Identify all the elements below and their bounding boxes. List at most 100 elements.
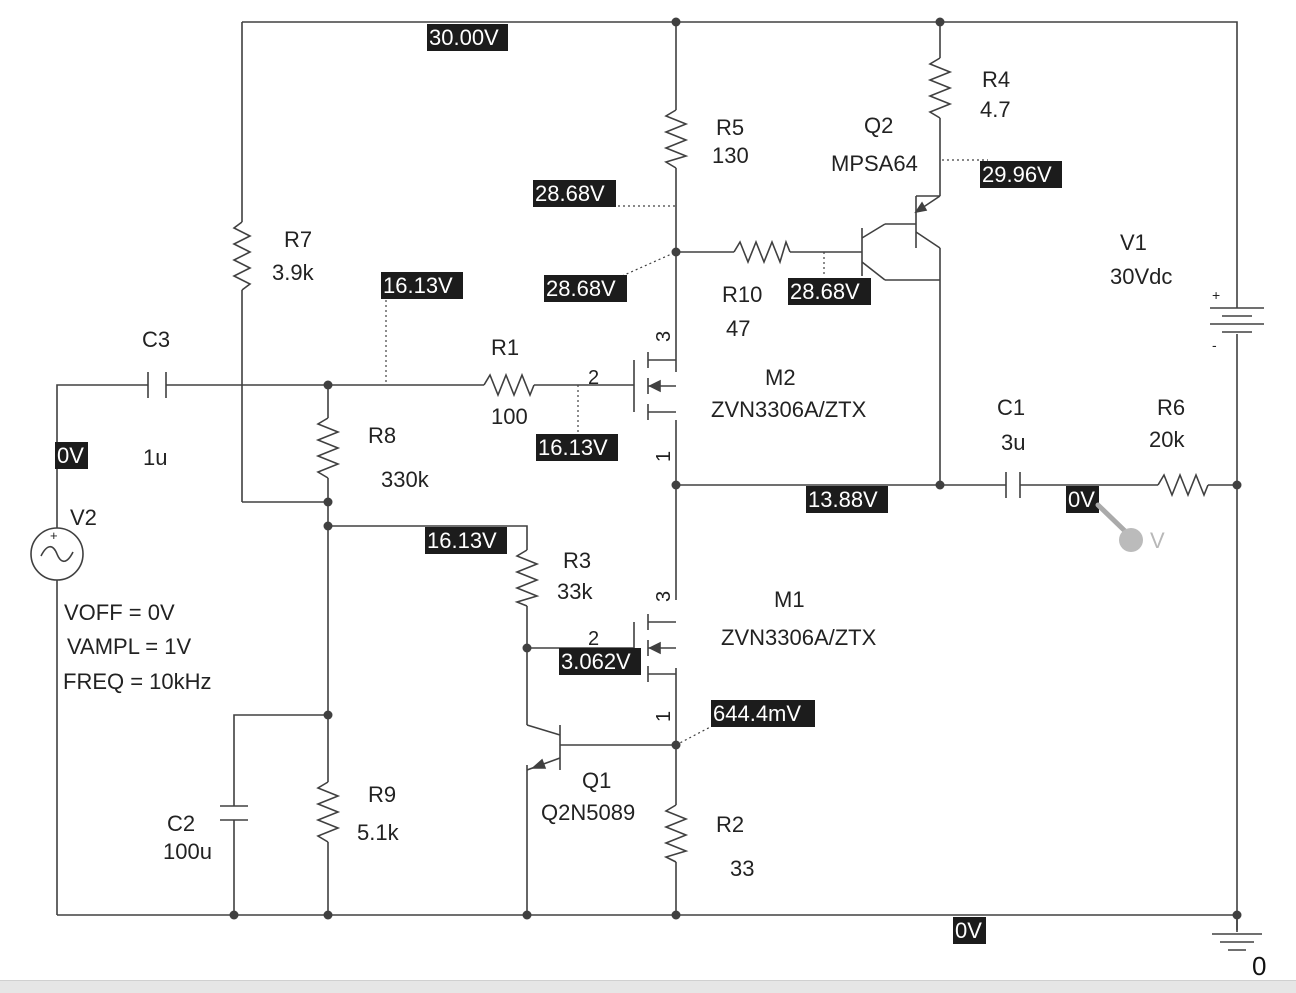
wires (56, 21, 1238, 930)
r6-value: 20k (1149, 427, 1185, 452)
r4-value: 4.7 (980, 97, 1011, 122)
c3-value: 1u (143, 445, 167, 470)
voltage-tag-q2-base: 28.68V (788, 278, 871, 305)
junction-node (323, 521, 333, 531)
voltage-tags: 30.00V 29.96V 28.68V 28.68V 28.68V 16.13… (55, 24, 1099, 944)
capacitor-c3[interactable] (147, 372, 167, 398)
junction-node (323, 380, 333, 390)
battery-v1[interactable]: + - (1210, 287, 1264, 353)
junction-node (323, 497, 333, 507)
v2-voff: VOFF = 0V (64, 600, 175, 625)
r8-ref: R8 (368, 423, 396, 448)
horizontal-scrollbar[interactable] (0, 980, 1296, 993)
c2-value: 100u (163, 839, 212, 864)
resistor-r3[interactable] (514, 549, 540, 607)
m1-gate-pin: 2 (588, 628, 599, 650)
ground-symbol (1212, 915, 1262, 951)
resistor-r9[interactable] (315, 781, 341, 843)
q2-ref: Q2 (864, 113, 893, 138)
junction-node (229, 910, 239, 920)
junction-node (1232, 910, 1242, 920)
junction-node (671, 480, 681, 490)
voltage-probe[interactable]: V (1095, 502, 1165, 553)
voltage-tag-q2-emitter: 29.96V (980, 161, 1062, 188)
resistor-r10[interactable] (733, 239, 791, 265)
ac-source-v2[interactable]: + (30, 527, 84, 581)
mosfet-m2[interactable] (633, 352, 676, 420)
r9-ref: R9 (368, 782, 396, 807)
r9-value: 5.1k (357, 820, 400, 845)
capacitor-c2[interactable] (220, 805, 248, 821)
r5-value: 130 (712, 143, 749, 168)
junction-nodes (229, 17, 1242, 920)
q1-ref: Q1 (582, 768, 611, 793)
mosfet-m1[interactable] (633, 614, 676, 682)
v1-value: 30Vdc (1110, 264, 1172, 289)
junction-node (522, 910, 532, 920)
svg-text:30.00V: 30.00V (429, 25, 499, 50)
q2-model: MPSA64 (831, 151, 918, 176)
r10-value: 47 (726, 316, 750, 341)
v2-vampl: VAMPL = 1V (67, 634, 191, 659)
resistor-r8[interactable] (315, 417, 341, 479)
m1-model: ZVN3306A/ZTX (721, 625, 877, 650)
m1-source-pin: 1 (653, 711, 675, 722)
svg-text:0V: 0V (955, 918, 982, 943)
m1-drain-pin: 3 (653, 591, 675, 602)
transistor-q2[interactable] (861, 195, 941, 281)
junction-node (935, 17, 945, 27)
voltage-tag-ground: 0V (953, 917, 986, 944)
transistor-q1[interactable] (526, 724, 561, 771)
c1-ref: C1 (997, 395, 1025, 420)
voltage-leaders (385, 159, 988, 746)
resistor-r5[interactable] (663, 109, 689, 169)
junction-node (323, 710, 333, 720)
r3-ref: R3 (563, 548, 591, 573)
r2-ref: R2 (716, 812, 744, 837)
resistor-r6[interactable] (1157, 472, 1209, 498)
voltage-tag-m1-gate: 3.062V (559, 648, 641, 675)
m1-ref: M1 (774, 587, 805, 612)
svg-text:0V: 0V (1068, 487, 1095, 512)
component-labels: R7 3.9k R5 130 R4 4.7 Q2 MPSA64 V1 30Vdc… (63, 67, 1185, 881)
resistors (232, 57, 1209, 863)
svg-text:0V: 0V (57, 443, 84, 468)
r7-ref: R7 (284, 227, 312, 252)
resistor-r2[interactable] (663, 804, 689, 863)
svg-text:29.96V: 29.96V (982, 162, 1052, 187)
ground-net-label: 0 (1252, 951, 1266, 981)
junction-node (671, 910, 681, 920)
m2-drain-pin: 3 (653, 331, 675, 342)
resistor-r7[interactable] (232, 221, 252, 291)
svg-text:16.13V: 16.13V (427, 528, 497, 553)
junction-node (671, 17, 681, 27)
junction-node (935, 480, 945, 490)
r1-ref: R1 (491, 335, 519, 360)
m2-ref: M2 (765, 365, 796, 390)
svg-text:28.68V: 28.68V (535, 181, 605, 206)
probe-label: V (1150, 528, 1165, 553)
voltage-tag-bias-node: 16.13V (425, 527, 507, 554)
capacitor-c1[interactable] (1005, 472, 1021, 498)
r2-value: 33 (730, 856, 754, 881)
svg-text:3.062V: 3.062V (561, 649, 631, 674)
wire-c2-top (233, 714, 328, 806)
voltage-tag-m2-gate: 16.13V (536, 434, 618, 461)
voltage-tag-r1-left: 16.13V (381, 272, 463, 299)
capacitors (147, 372, 1021, 821)
wire-r3-top (328, 525, 528, 550)
resistor-r4[interactable] (927, 57, 953, 119)
voltage-tag-output: 13.88V (806, 486, 888, 513)
r10-ref: R10 (722, 282, 762, 307)
q1-model: Q2N5089 (541, 800, 635, 825)
v2-ref: V2 (70, 505, 97, 530)
v1-ref: V1 (1120, 230, 1147, 255)
voltage-tag-m1-source: 644.4mV (711, 700, 815, 727)
svg-text:28.68V: 28.68V (790, 279, 860, 304)
r7-value: 3.9k (272, 260, 315, 285)
c1-value: 3u (1001, 430, 1025, 455)
svg-text:16.13V: 16.13V (383, 273, 453, 298)
junction-node (1232, 480, 1242, 490)
resistor-r1[interactable] (483, 372, 535, 398)
